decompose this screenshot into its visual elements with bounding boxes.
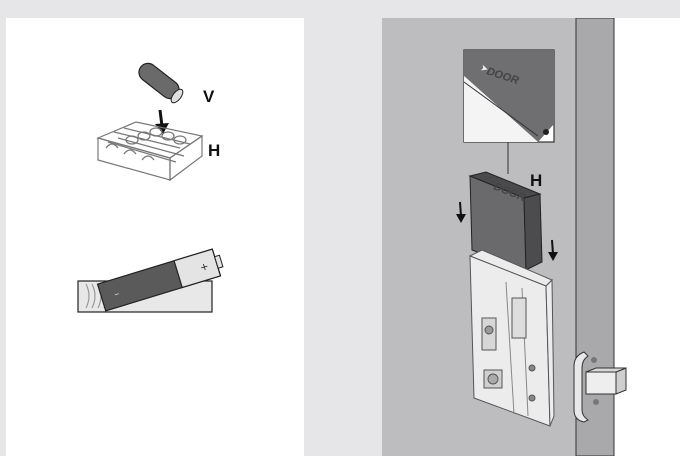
svg-text:–: – bbox=[113, 288, 121, 300]
battery-label: V bbox=[203, 87, 215, 106]
detail-inset: DOOR ➤ bbox=[463, 49, 555, 143]
angled-battery-icon: + – bbox=[96, 248, 224, 312]
holder-label: H bbox=[208, 141, 220, 160]
svg-text:➤: ➤ bbox=[479, 62, 490, 74]
aa-battery-icon bbox=[138, 62, 184, 104]
installation-illustration: DOOR ➤ DOOR H bbox=[382, 18, 627, 456]
holder-label-right: H bbox=[530, 171, 542, 190]
battery-illustration: V H bbox=[77, 62, 224, 313]
svg-text:+: + bbox=[199, 261, 210, 274]
insert-arrow-icon bbox=[155, 109, 169, 134]
down-arrow-icon bbox=[548, 239, 558, 261]
battery-instruction-panel: V H bbox=[6, 18, 304, 456]
holder-installation-panel: DOOR ➤ DOOR H bbox=[382, 18, 680, 456]
lock-body-icon bbox=[468, 249, 555, 427]
latch-bolt-icon bbox=[573, 351, 627, 423]
holder-unit-icon: DOOR bbox=[468, 171, 543, 271]
battery-holder-icon bbox=[96, 121, 204, 182]
down-arrow-icon bbox=[456, 201, 466, 223]
